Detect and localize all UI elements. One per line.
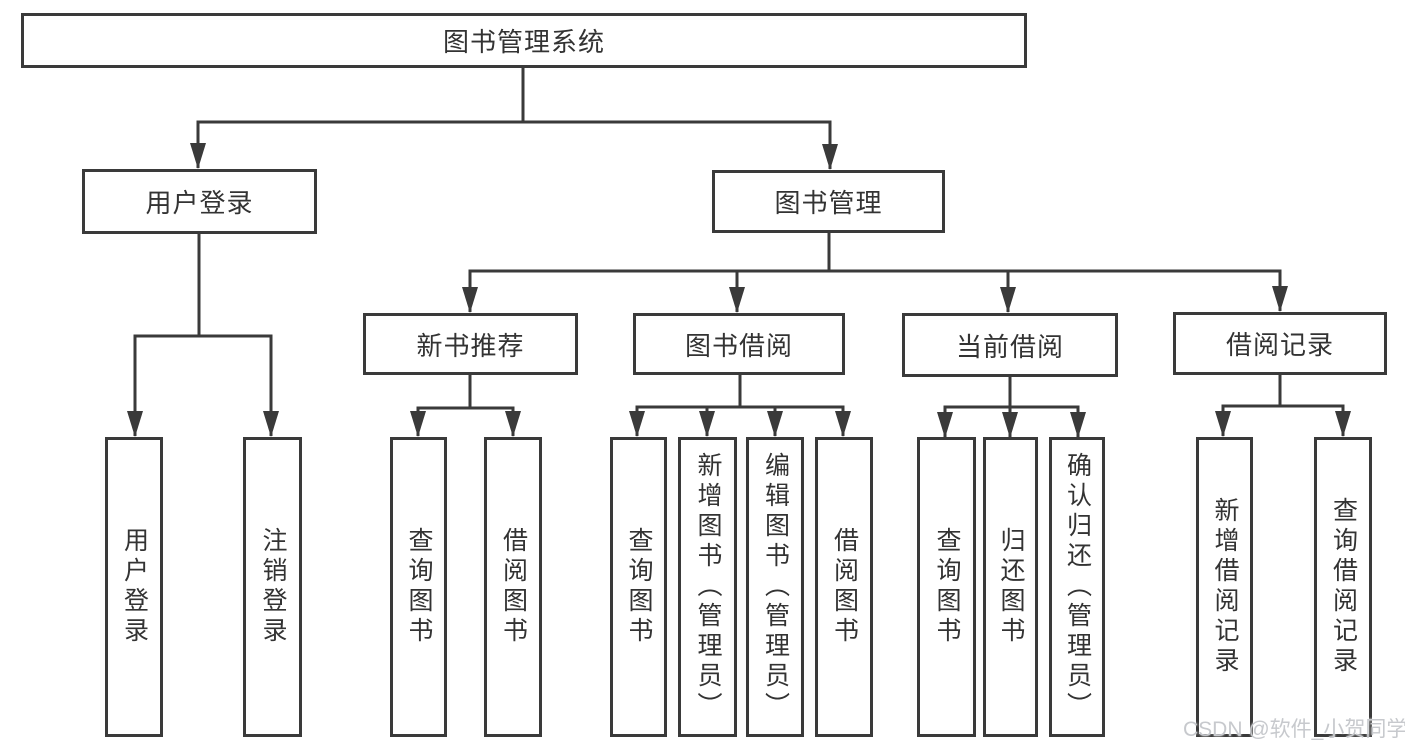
leaf-bb-query-books: 查询图书 xyxy=(610,437,667,737)
leaf-bb-edit-books-admin-label: 编辑图书（管理员） xyxy=(761,452,790,722)
csdn-watermark: CSDN @软件_小贺同学 xyxy=(1183,718,1405,741)
leaf-cb-confirm-return-admin-label: 确认归还（管理员） xyxy=(1063,452,1092,722)
node-borrow-records-label: 借阅记录 xyxy=(1225,330,1334,360)
connector-lines xyxy=(133,68,1345,437)
leaf-br-query-record-label: 查询借阅记录 xyxy=(1329,497,1358,677)
leaf-nb-borrow-books-label: 借阅图书 xyxy=(499,527,528,647)
leaf-cb-confirm-return-admin: 确认归还（管理员） xyxy=(1049,437,1105,737)
leaf-user-logout-label: 注销登录 xyxy=(259,527,287,647)
node-new-books-label: 新书推荐 xyxy=(416,330,525,361)
node-new-books: 新书推荐 xyxy=(363,313,578,375)
leaf-bb-edit-books-admin: 编辑图书（管理员） xyxy=(746,437,804,737)
node-book-borrow: 图书借阅 xyxy=(633,313,845,375)
leaf-user-logout: 注销登录 xyxy=(243,437,302,737)
leaf-br-query-record: 查询借阅记录 xyxy=(1314,437,1372,737)
leaf-user-login-label: 用户登录 xyxy=(120,527,149,647)
leaf-bb-borrow-books-label: 借阅图书 xyxy=(830,527,859,647)
leaf-bb-add-books-admin-label: 新增图书（管理员） xyxy=(694,452,722,722)
node-user-login: 用户登录 xyxy=(82,169,317,234)
leaf-cb-return-books-label: 归还图书 xyxy=(997,527,1025,647)
node-book-mgmt-label: 图书管理 xyxy=(774,188,883,218)
leaf-br-add-record-label: 新增借阅记录 xyxy=(1211,497,1239,677)
leaf-cb-query-books: 查询图书 xyxy=(917,437,976,737)
root-label: 图书管理系统 xyxy=(442,27,605,57)
node-borrow-records: 借阅记录 xyxy=(1173,312,1387,375)
leaf-bb-query-books-label: 查询图书 xyxy=(625,527,653,647)
leaf-br-add-record: 新增借阅记录 xyxy=(1196,437,1253,737)
leaf-user-login: 用户登录 xyxy=(105,437,163,737)
leaf-nb-borrow-books: 借阅图书 xyxy=(484,437,542,737)
arrowheads xyxy=(127,143,1351,438)
root-node: 图书管理系统 xyxy=(21,13,1027,68)
node-current-borrow: 当前借阅 xyxy=(902,313,1118,377)
leaf-cb-return-books: 归还图书 xyxy=(983,437,1038,737)
leaf-bb-add-books-admin: 新增图书（管理员） xyxy=(678,437,737,737)
node-book-borrow-label: 图书借阅 xyxy=(684,330,793,361)
node-book-mgmt: 图书管理 xyxy=(712,170,945,233)
leaf-nb-query-books: 查询图书 xyxy=(390,437,447,737)
leaf-cb-query-books-label: 查询图书 xyxy=(933,527,961,647)
leaf-nb-query-books-label: 查询图书 xyxy=(405,527,433,647)
leaf-bb-borrow-books: 借阅图书 xyxy=(815,437,873,737)
node-current-borrow-label: 当前借阅 xyxy=(955,331,1064,362)
node-user-login-label: 用户登录 xyxy=(145,188,254,218)
